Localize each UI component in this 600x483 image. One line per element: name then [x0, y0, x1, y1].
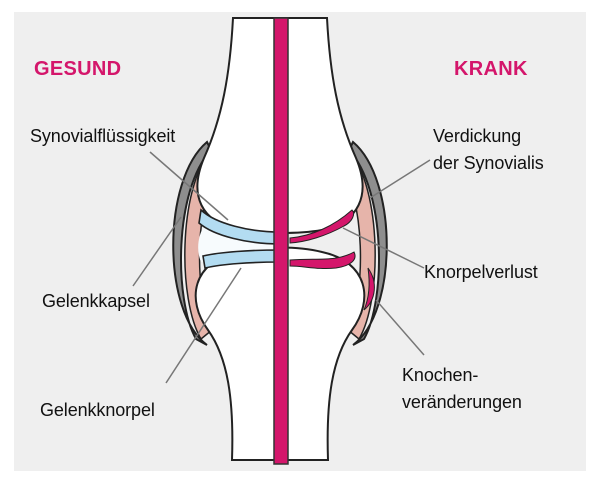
- leader-cartilage: [165, 267, 242, 384]
- heading-healthy: GESUND: [34, 58, 122, 80]
- leader-joint-capsule: [132, 216, 182, 287]
- label-cartilage-loss: Knorpelverlust: [424, 262, 538, 282]
- bone-change-mark: [363, 267, 375, 311]
- label-synovial-fluid: Synovialflüssigkeit: [30, 126, 176, 146]
- label-bone-changes-line1: Knochen-: [402, 365, 479, 385]
- center-divider: [273, 17, 289, 465]
- leader-cartilage-loss: [342, 227, 425, 269]
- label-synovialis-line1: Verdickung: [433, 126, 522, 146]
- joint-capsule-left: [172, 140, 213, 346]
- label-cartilage: Gelenkknorpel: [40, 400, 155, 420]
- leader-synovial-fluid: [149, 151, 229, 221]
- cartilage-loss-lower: [289, 251, 356, 270]
- label-synovialis-line2: der Synovialis: [433, 153, 544, 173]
- heading-diseased: KRANK: [454, 58, 528, 80]
- cartilage-loss-upper: [289, 209, 355, 244]
- label-joint-capsule: Gelenkkapsel: [42, 291, 150, 311]
- label-bone-changes-line2: veränderungen: [402, 392, 522, 412]
- leader-synovialis: [369, 159, 431, 199]
- leader-bone-changes: [375, 299, 425, 356]
